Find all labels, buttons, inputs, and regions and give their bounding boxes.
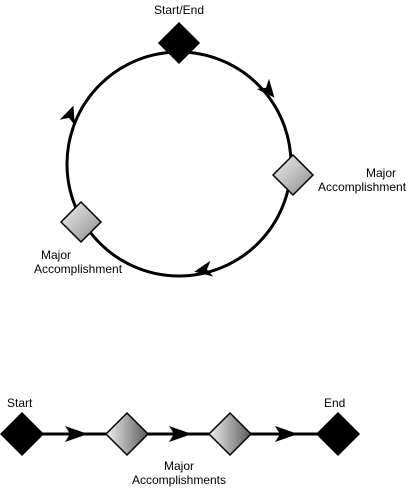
cycle-start-end-label: Start/End bbox=[153, 3, 205, 17]
cycle-milestone-left-diamond bbox=[59, 200, 103, 244]
cycle-diagram bbox=[59, 21, 315, 278]
cycle-start-end-diamond bbox=[157, 21, 201, 65]
cycle-milestone-right-label-line1: Major bbox=[366, 166, 397, 180]
cycle-arrow-upper-right bbox=[256, 78, 275, 98]
timeline-arrow-1 bbox=[65, 426, 88, 442]
cycle-milestone-left-label: Major Accomplishment bbox=[34, 248, 144, 276]
cycle-milestone-right-label-line2: Accomplishment bbox=[318, 180, 407, 194]
timeline-milestones-label-line1: Major bbox=[163, 459, 194, 473]
timeline-milestone-2-diamond bbox=[207, 411, 253, 457]
cycle-arrow-bottom bbox=[194, 260, 214, 277]
timeline-end-label: End bbox=[324, 396, 346, 410]
cycle-milestone-left-label-line1: Major bbox=[41, 248, 72, 262]
timeline-arrow-3 bbox=[275, 426, 298, 442]
timeline-end-diamond bbox=[315, 411, 361, 457]
timeline-arrow-2 bbox=[169, 426, 192, 442]
timeline-start-diamond bbox=[0, 411, 45, 457]
timeline-milestones-label: Major Accomplishments bbox=[119, 459, 239, 487]
cycle-milestone-right-label: Major Accomplishment bbox=[318, 166, 414, 194]
cycle-ring bbox=[65, 50, 293, 278]
cycle-arrow-left bbox=[59, 105, 75, 126]
timeline-start-label: Start bbox=[7, 396, 33, 410]
timeline-milestone-1-diamond bbox=[104, 411, 150, 457]
timeline-milestones-label-line2: Accomplishments bbox=[131, 473, 227, 487]
cycle-milestone-left-label-line2: Accomplishment bbox=[34, 262, 123, 276]
linear-diagram bbox=[0, 411, 361, 457]
cycle-milestone-right-diamond bbox=[271, 153, 315, 197]
